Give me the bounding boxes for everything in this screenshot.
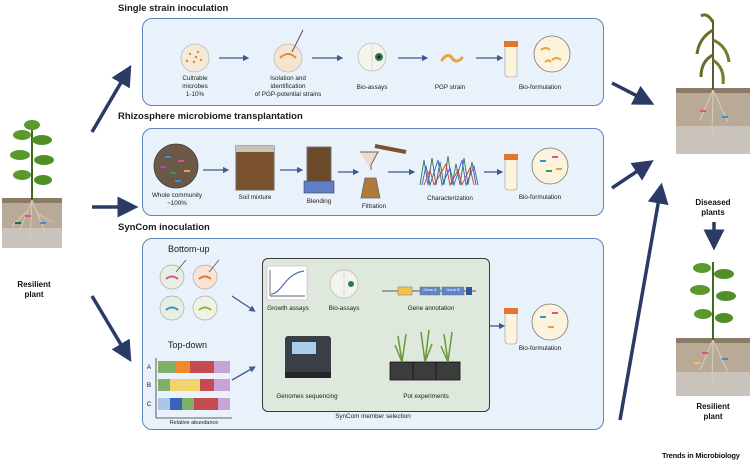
gene-a-label: Gene A [423,287,437,292]
left-resilient-plant-label: Resilient plant [17,280,51,299]
relative-abundance-axis: Relative abundance [169,420,219,426]
top-down-label: Top-down [168,340,208,350]
syncom-title: SynCom inoculation [118,222,210,233]
bar-label-a: A [146,364,152,371]
step-cultrable-microbes: Cultrable microbes 1-10% [182,75,208,98]
syncom-bio-formulation-label: Bio-formulation [518,345,562,352]
diseased-plants-label: Diseased plants [695,198,731,217]
chromatogram [419,155,479,187]
step-filtration: Filtration [361,203,387,210]
gene-annotation-label: Gene annotation [407,305,455,312]
syncom-member-selection-label: SynCom member selection [335,413,411,420]
pot-plants [389,329,461,381]
step-bio-assays: Bio-assays [356,84,388,91]
step-whole-community: Whole community ~100% [151,192,203,207]
step-characterization: Characterization [427,195,473,202]
bar-label-c: C [146,401,152,408]
step-pgp-strain: PGP strain [434,84,466,91]
pot-experiments-label: Pot experiments [403,393,449,400]
right-resilient-plant-label: Resilient plant [696,402,730,421]
selection-box-icons [266,265,476,381]
bio-assays-label: Bio-assays [328,305,360,312]
journal-logo: Trends in Microbiology [662,451,740,460]
left-resilient-plant-illustration [2,120,62,248]
step-bio-formulation-rhizo: Bio-formulation [518,194,562,201]
gene-b-label: Gene B [446,287,460,292]
bottom-up-label: Bottom-up [168,244,210,254]
bar-label-b: B [146,382,152,389]
diseased-plant-illustration [676,13,750,154]
single-strain-title: Single strain inoculation [118,3,229,14]
step-bio-formulation-single: Bio-formulation [518,84,562,91]
top-down-abundance-bars [155,358,232,419]
bottom-up-plates [159,259,220,321]
right-resilient-plant-illustration [676,262,750,396]
rhizosphere-row-icons [153,143,569,199]
step-isolation: Isolation and identification of PGP-pote… [254,75,322,98]
genomes-sequencing-label: Genomes sequencing [276,393,338,400]
rhizosphere-panel [142,128,604,216]
rhizosphere-title: Rhizosphere microbiome transplantation [118,111,303,122]
growth-assays-label: Growth assays [267,305,309,312]
step-soil-mixture: Soil mixture [238,194,272,201]
single-strain-row-icons [180,29,571,78]
step-blending: Blending [306,198,332,205]
